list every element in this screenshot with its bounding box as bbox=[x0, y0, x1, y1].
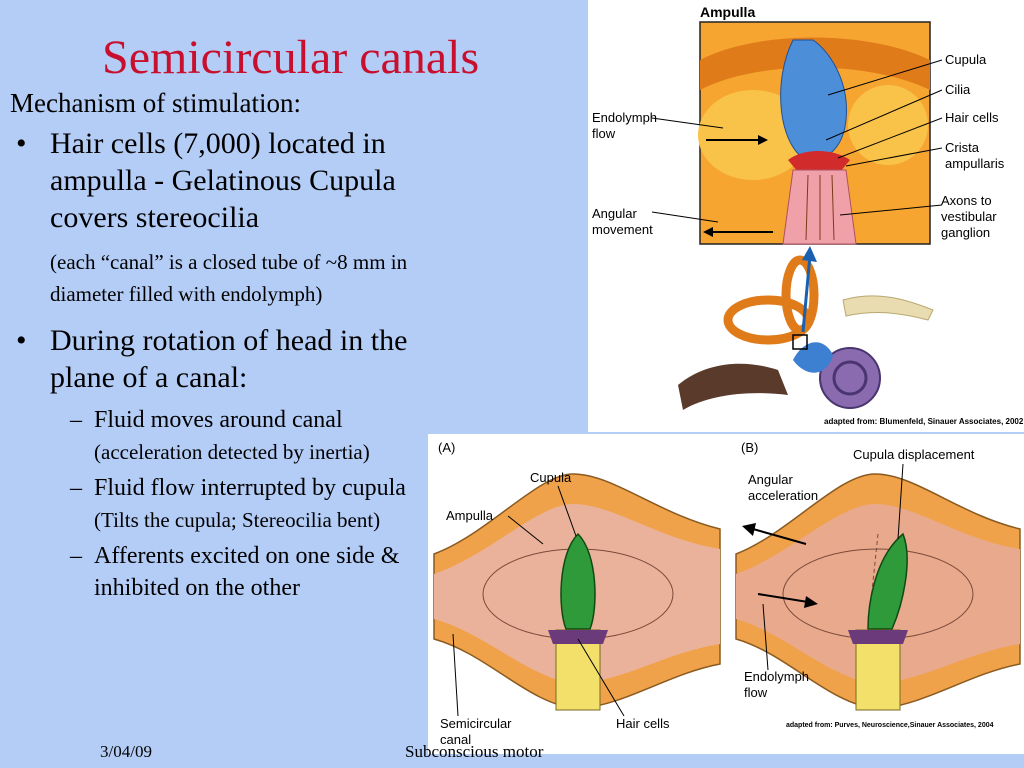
panel-b-label-endolymph-2: flow bbox=[744, 685, 768, 700]
zoom-pointer bbox=[801, 254, 812, 333]
panel-a-label: (A) bbox=[438, 440, 455, 455]
canal-loop-1 bbox=[723, 295, 813, 345]
label-cupula: Cupula bbox=[945, 52, 987, 67]
dash-mark: – bbox=[70, 475, 82, 501]
panel-b-label: (B) bbox=[741, 440, 758, 455]
nerve-bundle bbox=[678, 363, 788, 410]
panel-b-cupula-displaced bbox=[867, 532, 908, 630]
panel-a-cupula bbox=[560, 532, 596, 630]
panel-b-crista bbox=[848, 630, 908, 644]
label-angular-2: movement bbox=[592, 222, 653, 237]
panels-illustration: (A) (B) Cupula Ampulla Semicircular cana… bbox=[433, 440, 1021, 747]
panel-b-leader-lines bbox=[762, 463, 904, 671]
vestibular-nerve-shape bbox=[842, 295, 934, 321]
ampulla-figure: Ampulla Cupula bbox=[588, 0, 1024, 432]
panel-a-label-cupula: Cupula bbox=[530, 470, 572, 485]
bullet-text: During rotation of head in the plane of … bbox=[50, 324, 408, 394]
zoom-pointer-head bbox=[802, 246, 817, 262]
bullet-rotation: • During rotation of head in the plane o… bbox=[10, 322, 430, 396]
canal-note: (each “canal” is a closed tube of ~8 mm … bbox=[50, 250, 408, 306]
panel-a-leader-lines bbox=[452, 485, 625, 717]
label-crista-2: ampullaris bbox=[945, 156, 1005, 171]
label-cilia: Cilia bbox=[945, 82, 971, 97]
panel-b-angular-arrow bbox=[752, 528, 807, 545]
panel-b-drawing bbox=[735, 473, 1021, 711]
panel-b-angular-arrowhead bbox=[742, 523, 756, 536]
panel-a-label-ampulla: Ampulla bbox=[446, 508, 494, 523]
axon-line bbox=[831, 174, 835, 241]
label-crista-1: Crista bbox=[945, 140, 980, 155]
canal-loop-2 bbox=[781, 255, 819, 335]
label-hair-cells: Hair cells bbox=[945, 110, 999, 125]
panel-a-crista bbox=[548, 630, 608, 644]
label-angular-1: Angular bbox=[592, 206, 637, 221]
cupula-displacement-figure: (A) (B) Cupula Ampulla Semicircular cana… bbox=[428, 434, 1024, 754]
vestibule-shape bbox=[793, 342, 833, 373]
dash-mark: – bbox=[70, 543, 82, 569]
bullet-hair-cells: • Hair cells (7,000) located in ampulla … bbox=[10, 125, 430, 236]
crista-ampullaris-shape bbox=[788, 151, 850, 172]
label-endolymph-1: Endolymph bbox=[592, 110, 657, 125]
sub-bullet-flow-interrupted: – Fluid flow interrupted by cupula (Tilt… bbox=[10, 472, 430, 536]
inner-ear-illustration bbox=[678, 246, 934, 410]
cochlea-spiral bbox=[832, 360, 868, 396]
intro-text: Mechanism of stimulation: bbox=[10, 88, 301, 118]
panel-b-label-angular-2: acceleration bbox=[748, 488, 818, 503]
axon-line bbox=[805, 174, 809, 241]
leader-lines bbox=[651, 59, 943, 223]
sub-bullet-fluid-moves: – Fluid moves around canal (acceleration… bbox=[10, 404, 430, 468]
slide-body: Mechanism of stimulation: • Hair cells (… bbox=[10, 88, 430, 608]
panel-a-label-hair-cells: Hair cells bbox=[616, 716, 670, 731]
ampulla-highlight-box bbox=[792, 334, 808, 350]
bullet-mark: • bbox=[16, 127, 27, 160]
panel-a-label-semicircular-1: Semicircular bbox=[440, 716, 512, 731]
ampulla-heading: Ampulla bbox=[700, 4, 755, 20]
endolymph-chamber-left bbox=[698, 90, 808, 180]
sub-bullet-afferents: – Afferents excited on one side & inhibi… bbox=[10, 540, 430, 604]
panel-b-label-angular-1: Angular bbox=[748, 472, 793, 487]
cochlea-shape bbox=[819, 347, 881, 409]
panel-b-flow-arrow bbox=[757, 593, 809, 603]
angular-arrowhead bbox=[703, 227, 713, 237]
footer-date: 3/04/09 bbox=[100, 742, 152, 761]
panel-b-label-endolymph-1: Endolymph bbox=[744, 669, 809, 684]
credit-bottom: adapted from: Purves, Neuroscience,Sinau… bbox=[786, 722, 994, 729]
label-axons-3: ganglion bbox=[941, 225, 990, 240]
panel-b-label-cupula-displacement: Cupula displacement bbox=[853, 447, 975, 462]
slide-title: Semicircular canals bbox=[102, 31, 480, 84]
label-endolymph-2: flow bbox=[592, 126, 616, 141]
ampulla-illustration: Ampulla Cupula bbox=[592, 4, 1024, 426]
label-axons-2: vestibular bbox=[941, 209, 997, 224]
footer-center-text: Subconscious motor bbox=[405, 742, 544, 761]
sub-bullet-main: Fluid moves around canal bbox=[94, 407, 343, 433]
credit-top: adapted from: Blumenfeld, Sinauer Associ… bbox=[824, 417, 1024, 426]
sub-bullet-main: Fluid flow interrupted by cupula bbox=[94, 475, 406, 501]
endolymph-arrowhead bbox=[758, 135, 768, 145]
bullet-text: Hair cells (7,000) located in ampulla - … bbox=[50, 127, 396, 234]
panel-a-label-semicircular-2: canal bbox=[440, 732, 471, 747]
sub-bullet-detail: (acceleration detected by inertia) bbox=[94, 440, 370, 464]
sub-bullet-main: Afferents excited on one side & inhibite… bbox=[94, 543, 400, 601]
panel-a-drawing bbox=[433, 473, 721, 711]
dash-mark: – bbox=[70, 407, 82, 433]
panel-b-flow-arrowhead bbox=[804, 596, 818, 608]
sub-bullet-detail: (Tilts the cupula; Stereocilia bent) bbox=[94, 508, 381, 532]
label-axons-1: Axons to bbox=[941, 193, 992, 208]
bullet-mark: • bbox=[16, 324, 27, 357]
